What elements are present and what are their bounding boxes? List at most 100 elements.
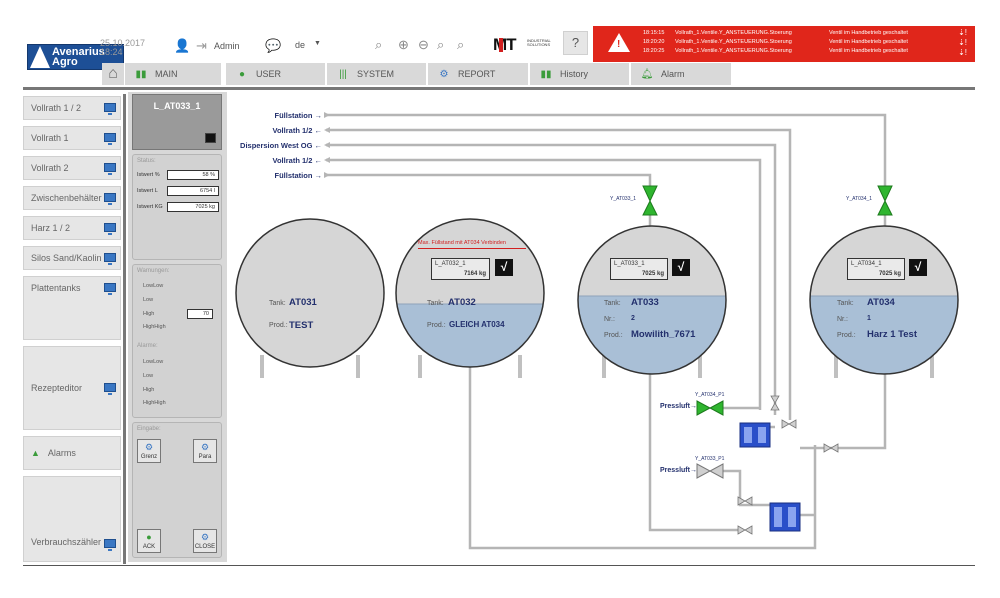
line-label: Füllstation →: [274, 171, 323, 180]
zoom-reset-icon[interactable]: ⌕: [375, 37, 383, 52]
high-limit-input[interactable]: 70: [187, 309, 213, 319]
nr-value: 1: [867, 315, 871, 322]
valve-y-at033-p1[interactable]: [696, 463, 724, 479]
ack-alarm-icon[interactable]: ⇣!: [958, 28, 967, 37]
sidebar-divider: [123, 94, 126, 564]
pipe-arrows: [324, 112, 330, 178]
zoom-in-icon[interactable]: ⊕: [398, 37, 409, 52]
warning-icon: [608, 33, 630, 52]
alarm-state: Ventil im Handbetrieb geschaltet: [829, 30, 908, 36]
alarm-time: 18:20:20: [643, 39, 665, 45]
warning-label: LowLow: [143, 283, 164, 289]
user-icon[interactable]: 👤: [174, 38, 191, 53]
zoom-fit-icon[interactable]: ⌕: [437, 37, 445, 52]
line-label: Füllstation →: [274, 111, 323, 120]
sidebar-item-vollrath-2[interactable]: Vollrath 2: [23, 156, 121, 180]
trend-icon[interactable]: √: [672, 259, 690, 276]
tab-user[interactable]: ●USER: [226, 63, 326, 85]
warning-line: [418, 248, 526, 249]
alarm-label: LowLow: [143, 359, 164, 365]
nr-value: 2: [631, 315, 635, 322]
tag-header: L_AT033_1: [132, 94, 222, 150]
display-value: 7025 kg: [641, 271, 664, 277]
sidebar-item-harz-1-2[interactable]: Harz 1 / 2: [23, 216, 121, 240]
sidebar-item-silos[interactable]: Silos Sand/Kaolin: [23, 246, 121, 270]
monitor-icon: [104, 133, 116, 145]
prod-name: GLEICH AT034: [449, 320, 505, 329]
sidebar-item-label: Alarms: [47, 448, 76, 458]
zoom-area-icon[interactable]: ⌕: [457, 37, 465, 52]
trend-icon[interactable]: √: [909, 259, 927, 276]
tab-main[interactable]: ▮▮MAIN: [125, 63, 222, 85]
sidebar-item-label: Harz 1 / 2: [31, 223, 71, 233]
trend-icon[interactable]: √: [495, 259, 513, 276]
prod-name: Harz 1 Test: [867, 329, 917, 340]
tank-at032[interactable]: [395, 218, 545, 378]
sidebar-item-label: Silos Sand/Kaolin: [31, 253, 102, 263]
level-display[interactable]: L_AT034_1 7025 kg: [847, 258, 905, 280]
chevron-down-icon[interactable]: ▼: [314, 40, 321, 47]
login-icon[interactable]: ⇥: [196, 38, 207, 53]
line-label: Vollrath 1/2 ←: [272, 156, 322, 165]
sidebar-item-rezepteditor[interactable]: Rezepteditor: [23, 346, 121, 430]
ack-alarm-icon[interactable]: ⇣!: [958, 38, 967, 47]
keyboard-icon[interactable]: [205, 133, 216, 143]
bell-icon: 🔔︎: [640, 68, 654, 80]
status-label: Istwert %: [137, 172, 160, 178]
tab-alarm[interactable]: 🔔︎Alarm: [631, 63, 732, 85]
tab-system[interactable]: |||SYSTEM: [327, 63, 427, 85]
tab-report[interactable]: ⚙REPORT: [428, 63, 529, 85]
help-button[interactable]: ?: [563, 31, 588, 55]
user-name[interactable]: Admin: [214, 41, 240, 51]
fill-warning-text: Max. Füllstand mit AT034 Verbinden: [418, 240, 506, 246]
level-display[interactable]: L_AT033_1 7025 kg: [610, 258, 668, 280]
prod-label: Prod.:: [837, 332, 856, 339]
warnings-title: Warnungen:: [137, 268, 170, 274]
gears-icon: ⚙: [439, 68, 449, 80]
grenz-button[interactable]: ⚙Grenz: [137, 439, 161, 463]
pump-1[interactable]: [739, 422, 771, 448]
sidebar-item-zwischenbehaelter[interactable]: Zwischenbehälter: [23, 186, 121, 210]
display-value: 7025 kg: [878, 271, 901, 277]
sidebar-item-verbrauchszaehler[interactable]: Verbrauchszähler: [23, 476, 121, 562]
button-label: CLOSE: [194, 544, 216, 550]
home-button[interactable]: ⌂: [102, 63, 124, 85]
user-icon: ●: [238, 68, 246, 80]
valve-y-at034-1[interactable]: [877, 185, 893, 216]
tank-at031[interactable]: [235, 218, 385, 378]
alarm-label: Low: [143, 373, 154, 379]
gear-icon: ⚙: [144, 442, 154, 452]
valve-y-at034-p1[interactable]: [696, 400, 724, 416]
alarm-text: Vollrath_1.Ventile.Y_ANSTEUERUNG.Stoerun…: [675, 48, 792, 54]
sidebar-item-alarms[interactable]: ▲ Alarms: [23, 436, 121, 470]
sidebar-item-vollrath-1[interactable]: Vollrath 1: [23, 126, 121, 150]
warning-label: High: [143, 311, 155, 317]
monitor-icon: [104, 163, 116, 175]
para-button[interactable]: ⚙Para: [193, 439, 217, 463]
prod-name: TEST: [289, 320, 314, 331]
chat-icon[interactable]: 💬: [265, 38, 282, 53]
level-display[interactable]: L_AT032_1 7164 kg: [431, 258, 490, 280]
limits-group: Warnungen: LowLow Low High 70 HighHigh A…: [132, 264, 222, 418]
logo-text-sub: Agro: [52, 56, 78, 68]
sidebar-item-vollrath-1-2[interactable]: Vollrath 1 / 2: [23, 96, 121, 120]
home-icon: ⌂: [108, 65, 118, 82]
status-value: 6754 l: [167, 186, 219, 196]
tab-history[interactable]: ▮▮History: [530, 63, 630, 85]
mt-logo-subtitle: INDUSTRIAL SOLUTIONS: [527, 38, 551, 47]
close-button[interactable]: ⚙CLOSE: [193, 529, 217, 553]
sidebar-item-plattentanks[interactable]: Plattentanks: [23, 276, 121, 340]
zoom-out-icon[interactable]: ⊖: [418, 37, 429, 52]
ack-alarm-icon[interactable]: ⇣!: [958, 48, 967, 57]
warning-label: Low: [143, 297, 154, 303]
sidebar-item-label: Vollrath 2: [31, 163, 69, 173]
grey-valves[interactable]: [737, 395, 839, 535]
pump-2[interactable]: [769, 502, 801, 532]
ack-button[interactable]: ●ACK: [137, 529, 161, 553]
bell-icon: ▲: [31, 448, 40, 458]
valve-y-at033-1[interactable]: [642, 185, 658, 216]
language-select[interactable]: de: [295, 40, 306, 50]
alarm-banner[interactable]: ! 18:15:15 Vollrath_1.Ventile.Y_ANSTEUER…: [593, 26, 975, 62]
